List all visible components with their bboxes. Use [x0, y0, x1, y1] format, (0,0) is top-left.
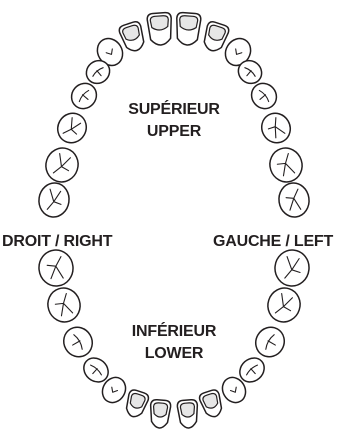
lower-second-molar-right-tooth: [38, 249, 74, 287]
lower-lateral-incisor-right-tooth: [125, 389, 150, 418]
upper-second-molar-left-tooth: [269, 147, 303, 183]
lower-first-premolar-left-tooth: [239, 357, 265, 383]
lower-second-premolar-right-tooth: [62, 326, 94, 358]
lower-second-premolar-left-tooth: [254, 326, 286, 358]
upper-central-incisor-left-tooth: [176, 11, 202, 46]
upper-lateral-incisor-right-tooth: [118, 20, 145, 52]
upper-central-incisor-right-tooth: [146, 11, 172, 46]
upper-lateral-incisor-left-tooth: [203, 20, 230, 52]
upper-canine-right-tooth: [96, 37, 124, 67]
lower-label-fr: INFÉRIEUR: [131, 323, 217, 340]
upper-second-molar-right-tooth: [45, 147, 79, 183]
lower-label-en: LOWER: [144, 345, 204, 362]
left-side-label: GAUCHE / LEFT: [213, 233, 334, 250]
right-side-label: DROIT / RIGHT: [2, 233, 113, 250]
upper-label-fr: SUPÉRIEUR: [128, 101, 220, 118]
lower-canine-right-tooth: [101, 376, 127, 404]
lower-canine-left-tooth: [221, 376, 247, 404]
lower-central-incisor-right-tooth: [149, 399, 172, 429]
upper-first-molar-right-tooth: [56, 112, 88, 144]
upper-arch: [38, 11, 310, 218]
lower-second-molar-left-tooth: [274, 249, 310, 287]
lower-first-molar-right-tooth: [47, 287, 81, 323]
lower-first-molar-left-tooth: [267, 287, 301, 323]
upper-third-molar-right-tooth: [38, 182, 70, 218]
lower-first-premolar-right-tooth: [83, 357, 109, 383]
upper-first-molar-left-tooth: [260, 112, 292, 144]
upper-third-molar-left-tooth: [278, 182, 310, 218]
upper-second-premolar-right-tooth: [70, 82, 98, 110]
lower-lateral-incisor-left-tooth: [198, 389, 223, 418]
upper-label-en: UPPER: [146, 123, 202, 140]
upper-canine-left-tooth: [224, 37, 252, 67]
lower-arch: [38, 249, 310, 429]
lower-central-incisor-left-tooth: [176, 399, 199, 429]
upper-first-premolar-right-tooth: [85, 59, 111, 85]
upper-first-premolar-left-tooth: [237, 59, 263, 85]
upper-second-premolar-left-tooth: [250, 82, 278, 110]
